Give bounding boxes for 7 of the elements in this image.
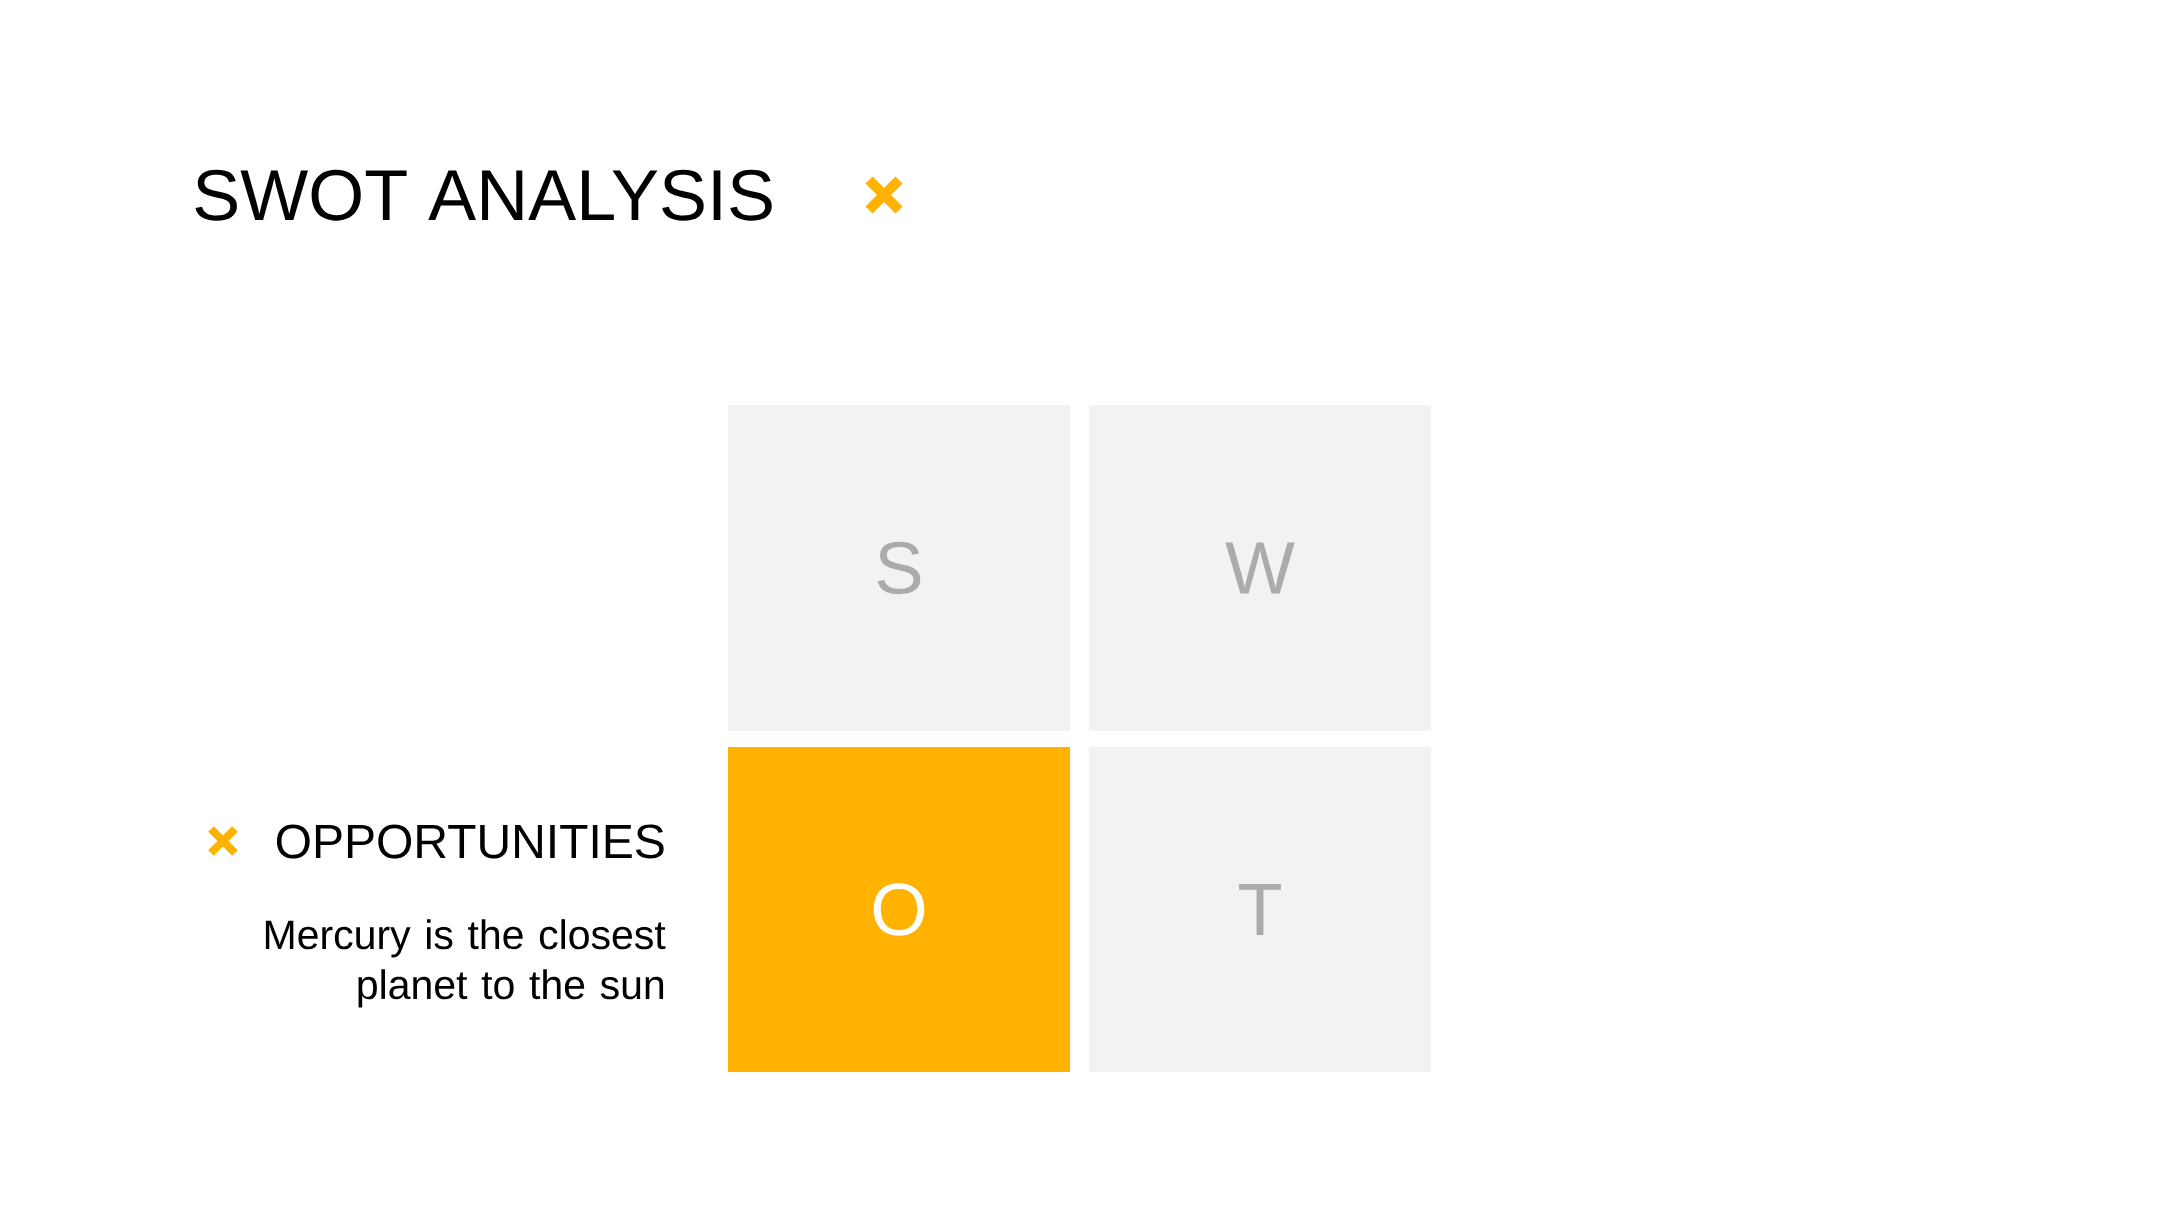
quadrant-box: T (1089, 747, 1431, 1072)
quadrant-box: W (1089, 405, 1431, 731)
description: Mercury is the closest planet to the sun (265, 919, 666, 1008)
quadrant-box: O (728, 747, 1070, 1072)
title: SWOT ANALYSIS (195, 169, 772, 221)
quadrant-box: S (728, 405, 1070, 731)
heading: OPPORTUNITIES (276, 824, 664, 859)
